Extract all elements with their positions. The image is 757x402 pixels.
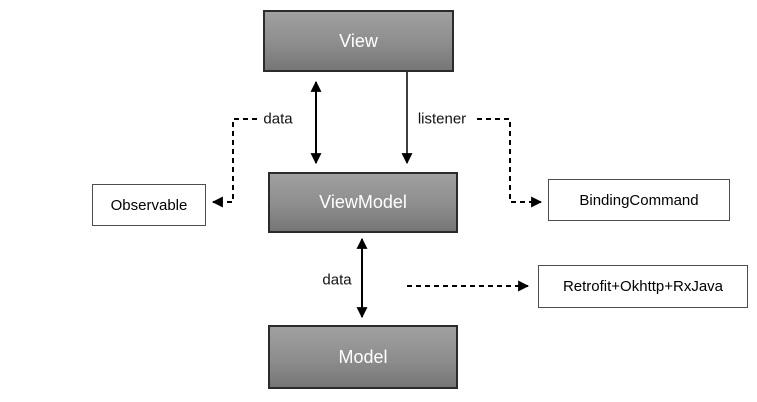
node-retrofit-okhttp-rxjava: Retrofit+Okhttp+RxJava: [538, 265, 748, 308]
node-model: Model: [268, 325, 458, 389]
edge-label-listener: listener: [415, 110, 469, 128]
edge-label-data-viewmodel-model: data: [320, 271, 354, 289]
dashed-arrow-listener-bindingcommand: [477, 118, 543, 208]
node-retrofit-okhttp-rxjava-label: Retrofit+Okhttp+RxJava: [562, 278, 724, 295]
node-bindingcommand-label: BindingCommand: [579, 191, 699, 209]
node-viewmodel-label: ViewModel: [319, 192, 407, 212]
dashed-arrow-data-observable: [211, 118, 257, 208]
node-bindingcommand: BindingCommand: [548, 179, 730, 221]
edge-label-data-view-viewmodel: data: [261, 110, 295, 128]
node-observable: Observable: [92, 184, 206, 226]
node-model-label: Model: [338, 346, 388, 367]
node-view: View: [263, 10, 454, 72]
node-observable-label: Observable: [110, 196, 188, 214]
node-viewmodel: ViewModel: [268, 172, 458, 233]
node-view-label: View: [339, 30, 378, 51]
